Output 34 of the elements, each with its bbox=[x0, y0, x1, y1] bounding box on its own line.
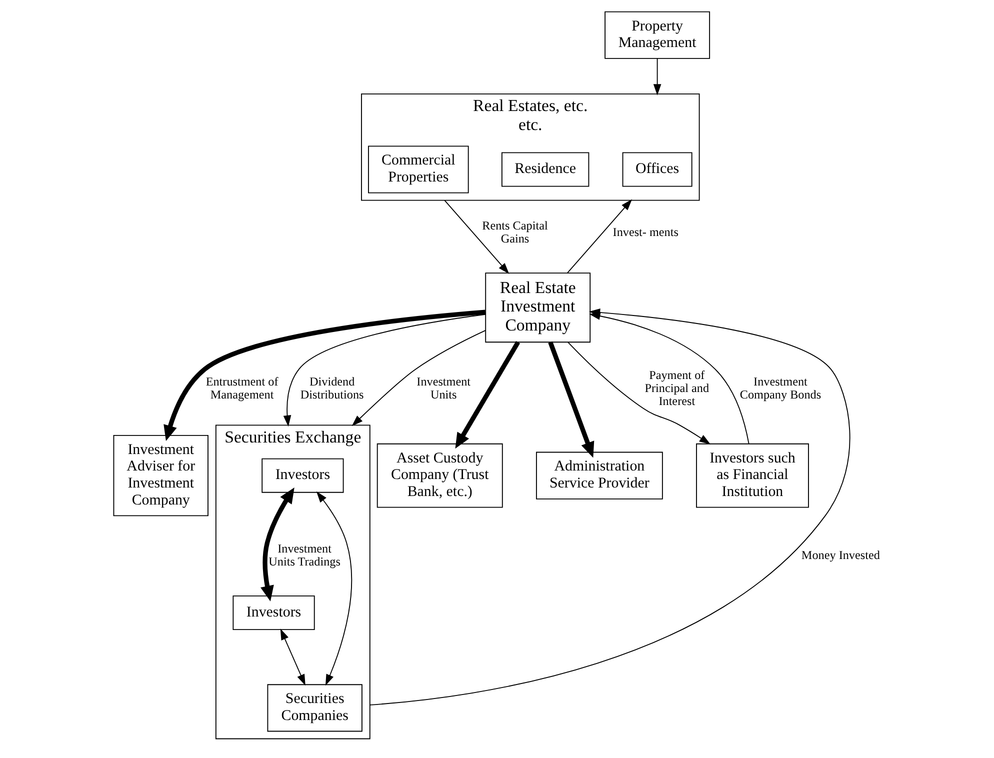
node-box: Investors bbox=[261, 458, 344, 493]
node-box: Real Estate Investment Company bbox=[484, 272, 590, 343]
edge-label: Invest- ments bbox=[612, 225, 678, 240]
arrow bbox=[282, 314, 486, 427]
edge-label: Investment Company Bonds bbox=[739, 374, 821, 402]
node-box: Securities Companies bbox=[266, 684, 362, 732]
arrow bbox=[548, 341, 594, 458]
edge-label: Investment Units bbox=[416, 374, 470, 402]
arrow bbox=[444, 200, 509, 274]
node-box: Residence bbox=[500, 152, 589, 187]
node-box: Investment Adviser for Investment Company bbox=[112, 434, 208, 516]
edge-label: Investment Units Tradings bbox=[268, 541, 340, 569]
node-box: Investors bbox=[232, 596, 314, 630]
arrow bbox=[454, 340, 520, 449]
arrow bbox=[163, 310, 485, 442]
arrow bbox=[566, 199, 632, 274]
node-box: Administration Service Provider bbox=[536, 452, 662, 500]
edge-label: Money Invested bbox=[800, 548, 880, 562]
edge-label: Dividend Distributions bbox=[300, 374, 364, 402]
node-box: Asset Custody Company (Trust Bank, etc.) bbox=[376, 443, 502, 508]
edge-label: Entrustment of Management bbox=[205, 374, 278, 402]
arrow bbox=[588, 312, 749, 444]
node-box: Offices bbox=[622, 152, 692, 187]
arrow bbox=[652, 58, 661, 96]
node-box: Investors such as Financial Institution bbox=[696, 443, 808, 508]
edge-label: Payment of Principal and Interest bbox=[644, 368, 709, 408]
arrow bbox=[567, 342, 710, 444]
edge-label: Rents Capital Gains bbox=[482, 218, 548, 246]
arrow bbox=[351, 330, 486, 426]
arrow bbox=[260, 488, 294, 602]
node-box: Commercial Properties bbox=[368, 146, 468, 194]
node-box: Property Management bbox=[604, 11, 710, 59]
arrow bbox=[316, 491, 352, 686]
arrow bbox=[280, 628, 305, 686]
